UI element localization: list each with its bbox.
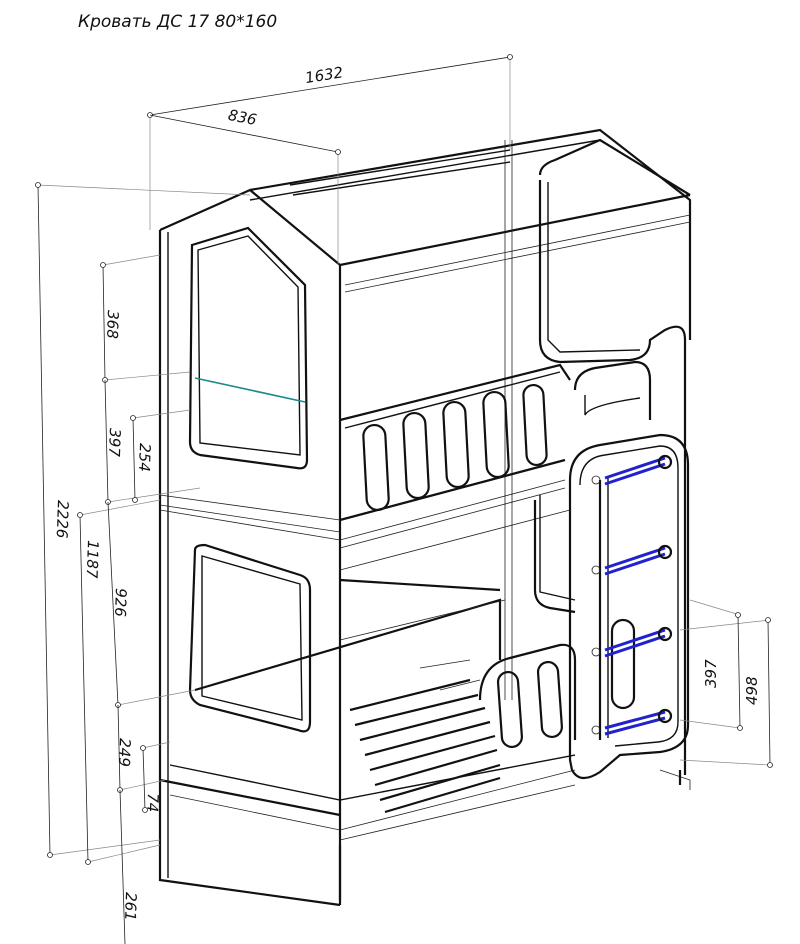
upper-slot-5 [522, 383, 548, 467]
ladder-slot [610, 618, 636, 710]
dim-1632: 1632 [304, 63, 345, 87]
drawing-title: Кровать ДС 17 80*160 [78, 12, 278, 32]
dim-836: 836 [227, 106, 259, 129]
dim-397-ladder: 397 [702, 659, 720, 688]
dim-926: 926 [111, 588, 130, 617]
dim-498: 498 [743, 676, 761, 705]
dim-261: 261 [121, 892, 140, 921]
dim-74: 74 [143, 793, 162, 813]
lower-window [188, 543, 312, 733]
roof-frame [159, 128, 692, 900]
dim-397-top: 397 [105, 428, 124, 458]
upper-slot-2 [402, 411, 430, 500]
dimension-lines [35, 54, 773, 944]
lower-slot-2 [536, 660, 563, 739]
lower-bed [159, 578, 577, 905]
upper-slot-3 [442, 400, 470, 489]
guard-line [194, 377, 306, 403]
right-end-panel [533, 138, 691, 790]
ladder-rung-3 [604, 628, 666, 652]
dim-368: 368 [103, 310, 122, 339]
ladder [568, 433, 690, 780]
left-end-panel [158, 226, 341, 907]
dim-2226: 2226 [53, 500, 72, 539]
ladder-rung-4 [604, 710, 666, 730]
dim-1187: 1187 [83, 540, 102, 579]
lower-slot-1 [496, 670, 523, 749]
dim-254: 254 [135, 443, 154, 472]
upper-slot-4 [482, 390, 510, 479]
ladder-rung-1 [604, 456, 666, 480]
ladder-rung-2 [604, 546, 666, 570]
upper-side-rail [159, 363, 571, 571]
upper-window [188, 226, 309, 470]
upper-slot-1 [362, 423, 390, 512]
dim-249: 249 [115, 738, 134, 767]
